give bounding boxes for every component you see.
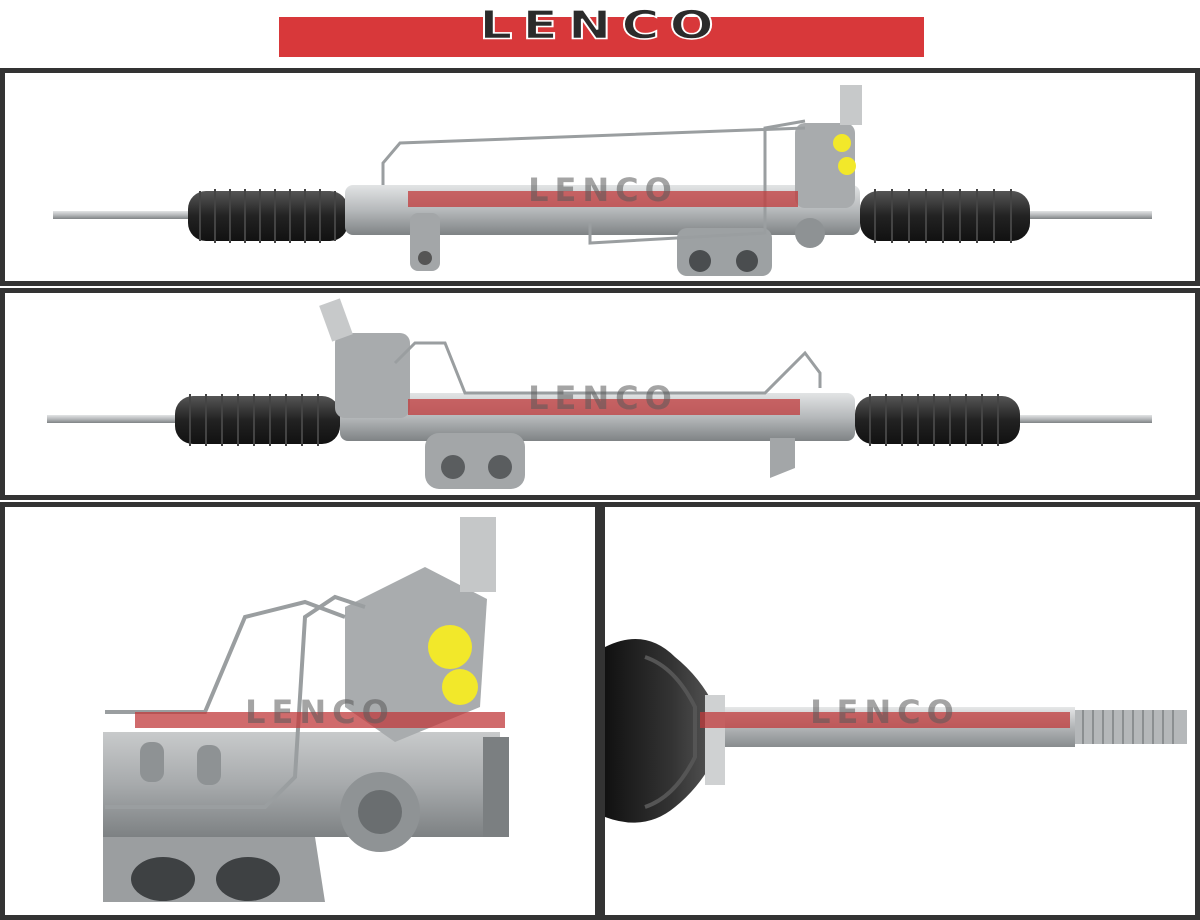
- logo-text: LENCO: [478, 2, 724, 49]
- right-boot: [855, 394, 1020, 446]
- control-valve: [795, 85, 862, 248]
- left-boot: [175, 394, 340, 446]
- watermark-text: LENCO: [528, 379, 678, 417]
- hydraulic-pipe: [381, 126, 806, 185]
- watermark-bar: [408, 399, 800, 415]
- product-image-panel-1: LENCO: [0, 68, 1200, 286]
- watermark-bar: [700, 712, 1070, 728]
- threaded-end: [1075, 710, 1187, 744]
- watermark-text: LENCO: [245, 693, 395, 731]
- control-valve: [319, 298, 410, 418]
- boot-clamp: [705, 695, 725, 785]
- product-image-panel-4: LENCO: [600, 502, 1200, 920]
- tie-rod-closeup-image: LENCO: [605, 639, 1187, 823]
- valve-closeup-image: LENCO: [103, 517, 509, 902]
- watermark-bar: [408, 191, 798, 207]
- steering-rack-image: LENCO: [53, 85, 1152, 276]
- left-tie-rod: [53, 211, 188, 219]
- watermark-text: LENCO: [528, 171, 678, 209]
- hydraulic-pipe: [393, 341, 822, 395]
- hydraulic-pipe: [105, 594, 366, 809]
- yellow-cap: [428, 625, 472, 669]
- watermark-bar: [135, 712, 505, 728]
- left-tie-rod: [47, 415, 175, 423]
- watermark-text: LENCO: [810, 693, 960, 731]
- boot: [605, 639, 715, 823]
- logo-bar: LENCO: [279, 2, 924, 57]
- right-tie-rod: [1030, 211, 1152, 219]
- right-tie-rod: [1020, 415, 1152, 423]
- product-image-panel-2: LENCO: [0, 288, 1200, 500]
- steering-rack-reverse-image: LENCO: [47, 298, 1152, 489]
- product-image-panel-3: LENCO: [0, 502, 600, 920]
- control-valve: [340, 517, 496, 852]
- yellow-cap: [442, 669, 478, 705]
- right-boot: [860, 189, 1030, 243]
- left-boot: [188, 189, 348, 243]
